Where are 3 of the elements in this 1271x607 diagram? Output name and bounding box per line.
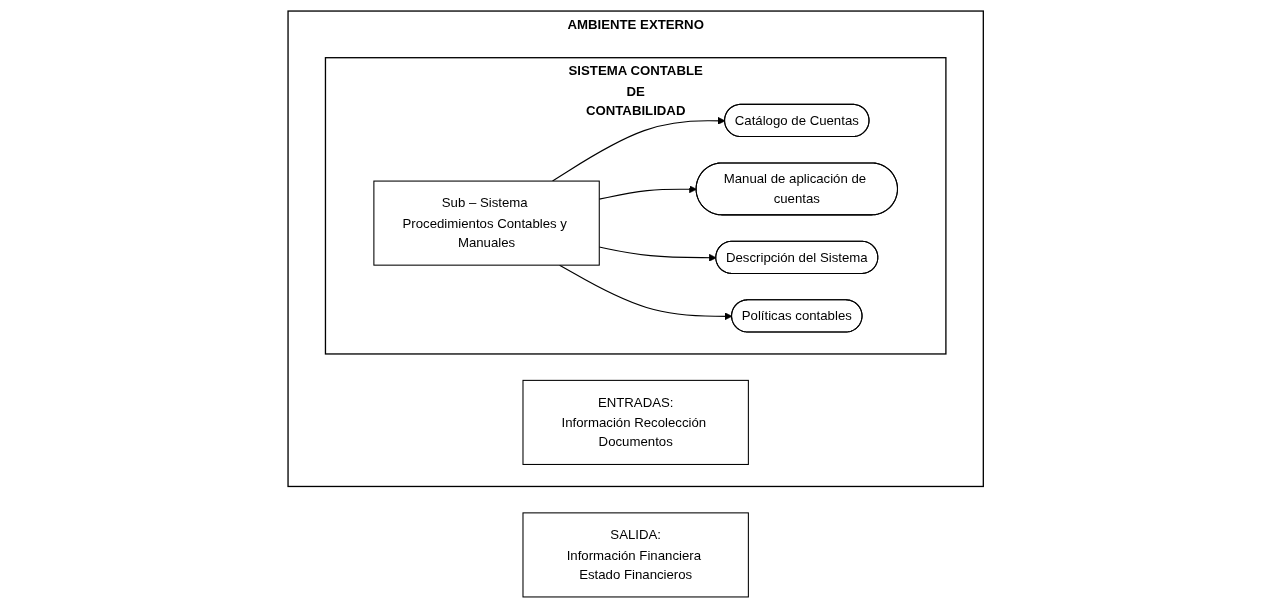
node-box: ENTRADAS: Información Recolección Documentos bbox=[522, 379, 749, 465]
node-box: SALIDA: Información Financiera Estado Financieros bbox=[522, 511, 749, 597]
node-box: Sub – Sistema Procedimientos Contables y Manuales bbox=[373, 180, 600, 266]
